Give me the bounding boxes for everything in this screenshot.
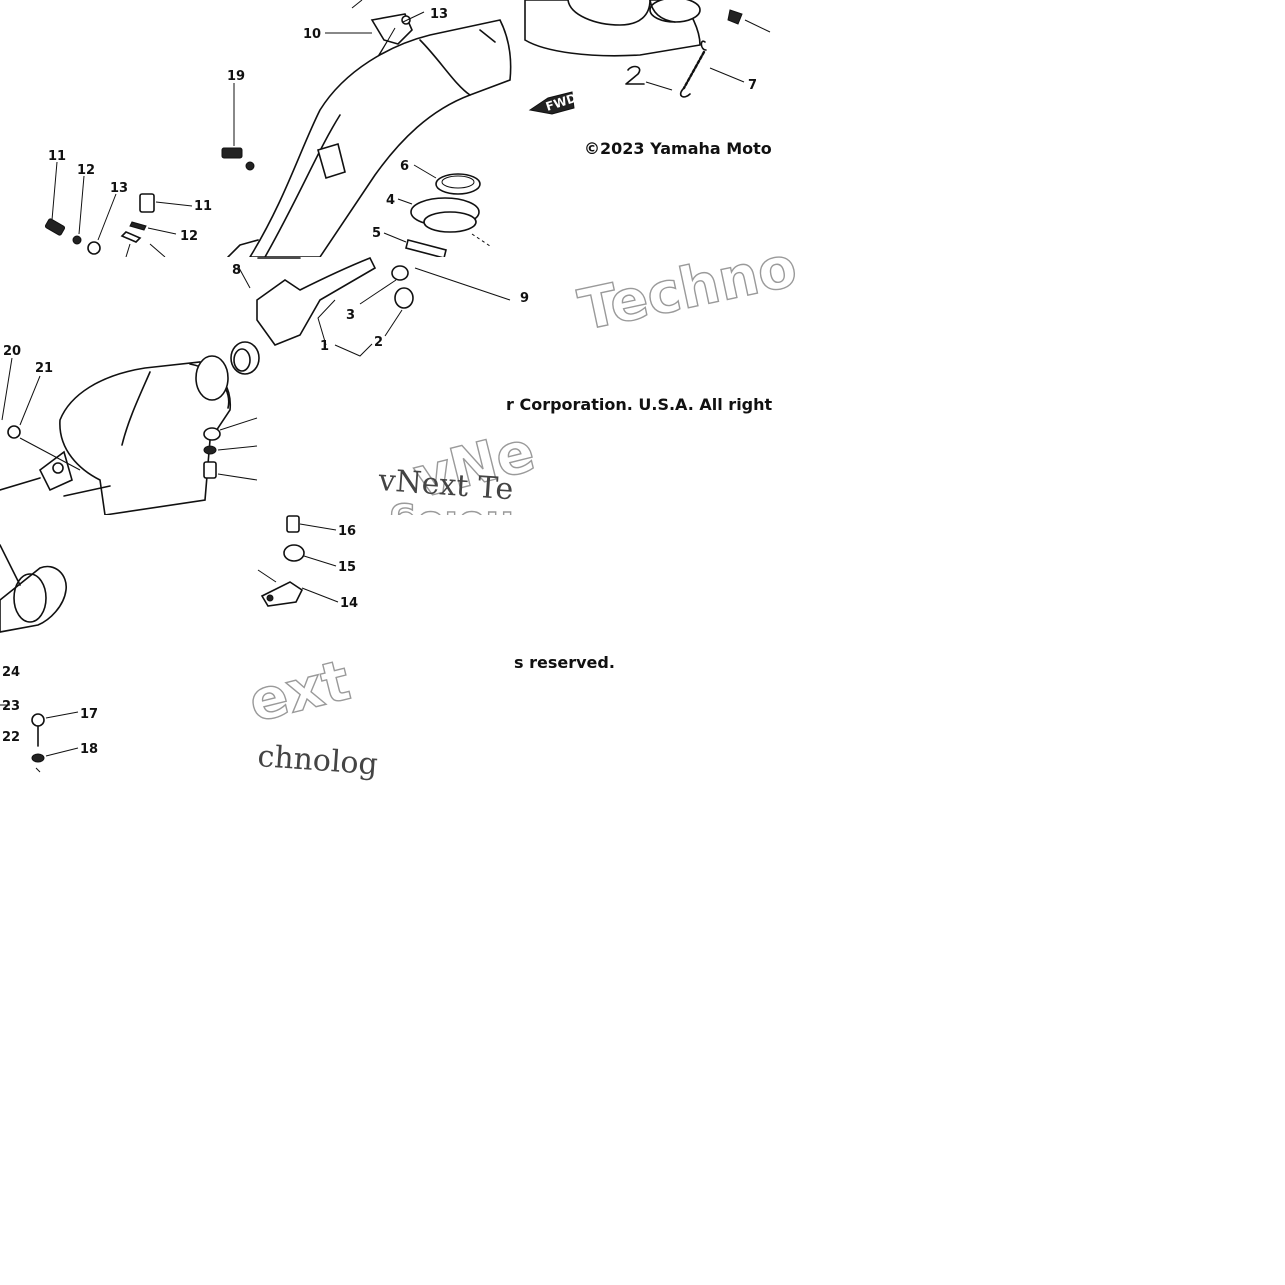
spring-7	[679, 40, 745, 98]
washer-right	[203, 427, 221, 441]
tile-upper-left	[0, 0, 517, 258]
muffler-inlet	[195, 355, 229, 401]
callout-2: 2	[374, 335, 383, 350]
callout-21: 21	[35, 361, 53, 376]
callout-11-b: 11	[194, 199, 212, 214]
pipe-sleeve	[230, 341, 260, 375]
callout-3: 3	[346, 308, 355, 323]
callout-24: 24	[2, 665, 20, 680]
copyright-line-c: s reserved.	[514, 653, 615, 672]
exhaust-pipe-body	[248, 19, 512, 258]
callout-15: 15	[338, 560, 356, 575]
tile-lower-center: ext chnolog	[242, 515, 517, 782]
callout-16: 16	[338, 524, 356, 539]
gasket-6	[435, 173, 481, 195]
washer-12	[72, 235, 82, 245]
bracket-hole	[401, 15, 411, 25]
bolt-11-left	[44, 161, 66, 236]
tile-lower-left	[0, 515, 257, 773]
callout-14: 14	[340, 596, 358, 611]
bolt-16	[286, 515, 300, 533]
callout-13-b: 13	[110, 181, 128, 196]
callout-8: 8	[232, 263, 241, 278]
callout-1: 1	[320, 339, 329, 354]
bolt-11-right	[139, 193, 193, 213]
callout-19-left: 19	[227, 69, 245, 84]
tail-pipe	[0, 565, 67, 633]
bolt-19	[221, 83, 255, 171]
callout-10: 10	[303, 27, 321, 42]
callout-6: 6	[400, 159, 409, 174]
copyright-line-b: r Corporation. U.S.A. All right	[506, 395, 773, 414]
bolt-top-right	[727, 9, 743, 25]
callout-12-a: 12	[77, 163, 95, 178]
fwd-arrow-icon: FWD	[528, 91, 578, 115]
callout-22: 22	[2, 730, 20, 745]
callout-11-a: 11	[48, 149, 66, 164]
pipe-joint	[256, 256, 377, 346]
callout-17: 17	[80, 707, 98, 722]
callout-labels: 13 10 19 11 12 13 11 12 8 6 4 5 9 3 1 2 …	[2, 7, 757, 757]
callout-4: 4	[386, 193, 395, 208]
nut-18	[31, 753, 45, 763]
callout-7: 7	[748, 78, 757, 93]
washer-12-right	[129, 221, 147, 231]
watermark-chnolog: chnolog	[256, 739, 379, 782]
collar-15	[283, 544, 305, 562]
callout-5: 5	[372, 226, 381, 241]
washer-21	[7, 425, 21, 439]
nut-2	[394, 287, 414, 309]
copyright-line-a: ©2023 Yamaha Moto	[584, 139, 772, 158]
callout-12-b: 12	[180, 229, 198, 244]
callout-13-top: 13	[430, 7, 448, 22]
callout-20: 20	[3, 344, 21, 359]
bolt-17	[31, 711, 79, 747]
pipe-clamp	[317, 142, 346, 180]
callout-23: 23	[2, 699, 20, 714]
nut-13	[87, 241, 101, 255]
nut-3	[391, 265, 409, 281]
tile-middle-left	[0, 257, 258, 516]
callout-18: 18	[80, 742, 98, 757]
callout-19-right: 9	[520, 291, 529, 306]
chamber-outlet	[649, 0, 701, 23]
